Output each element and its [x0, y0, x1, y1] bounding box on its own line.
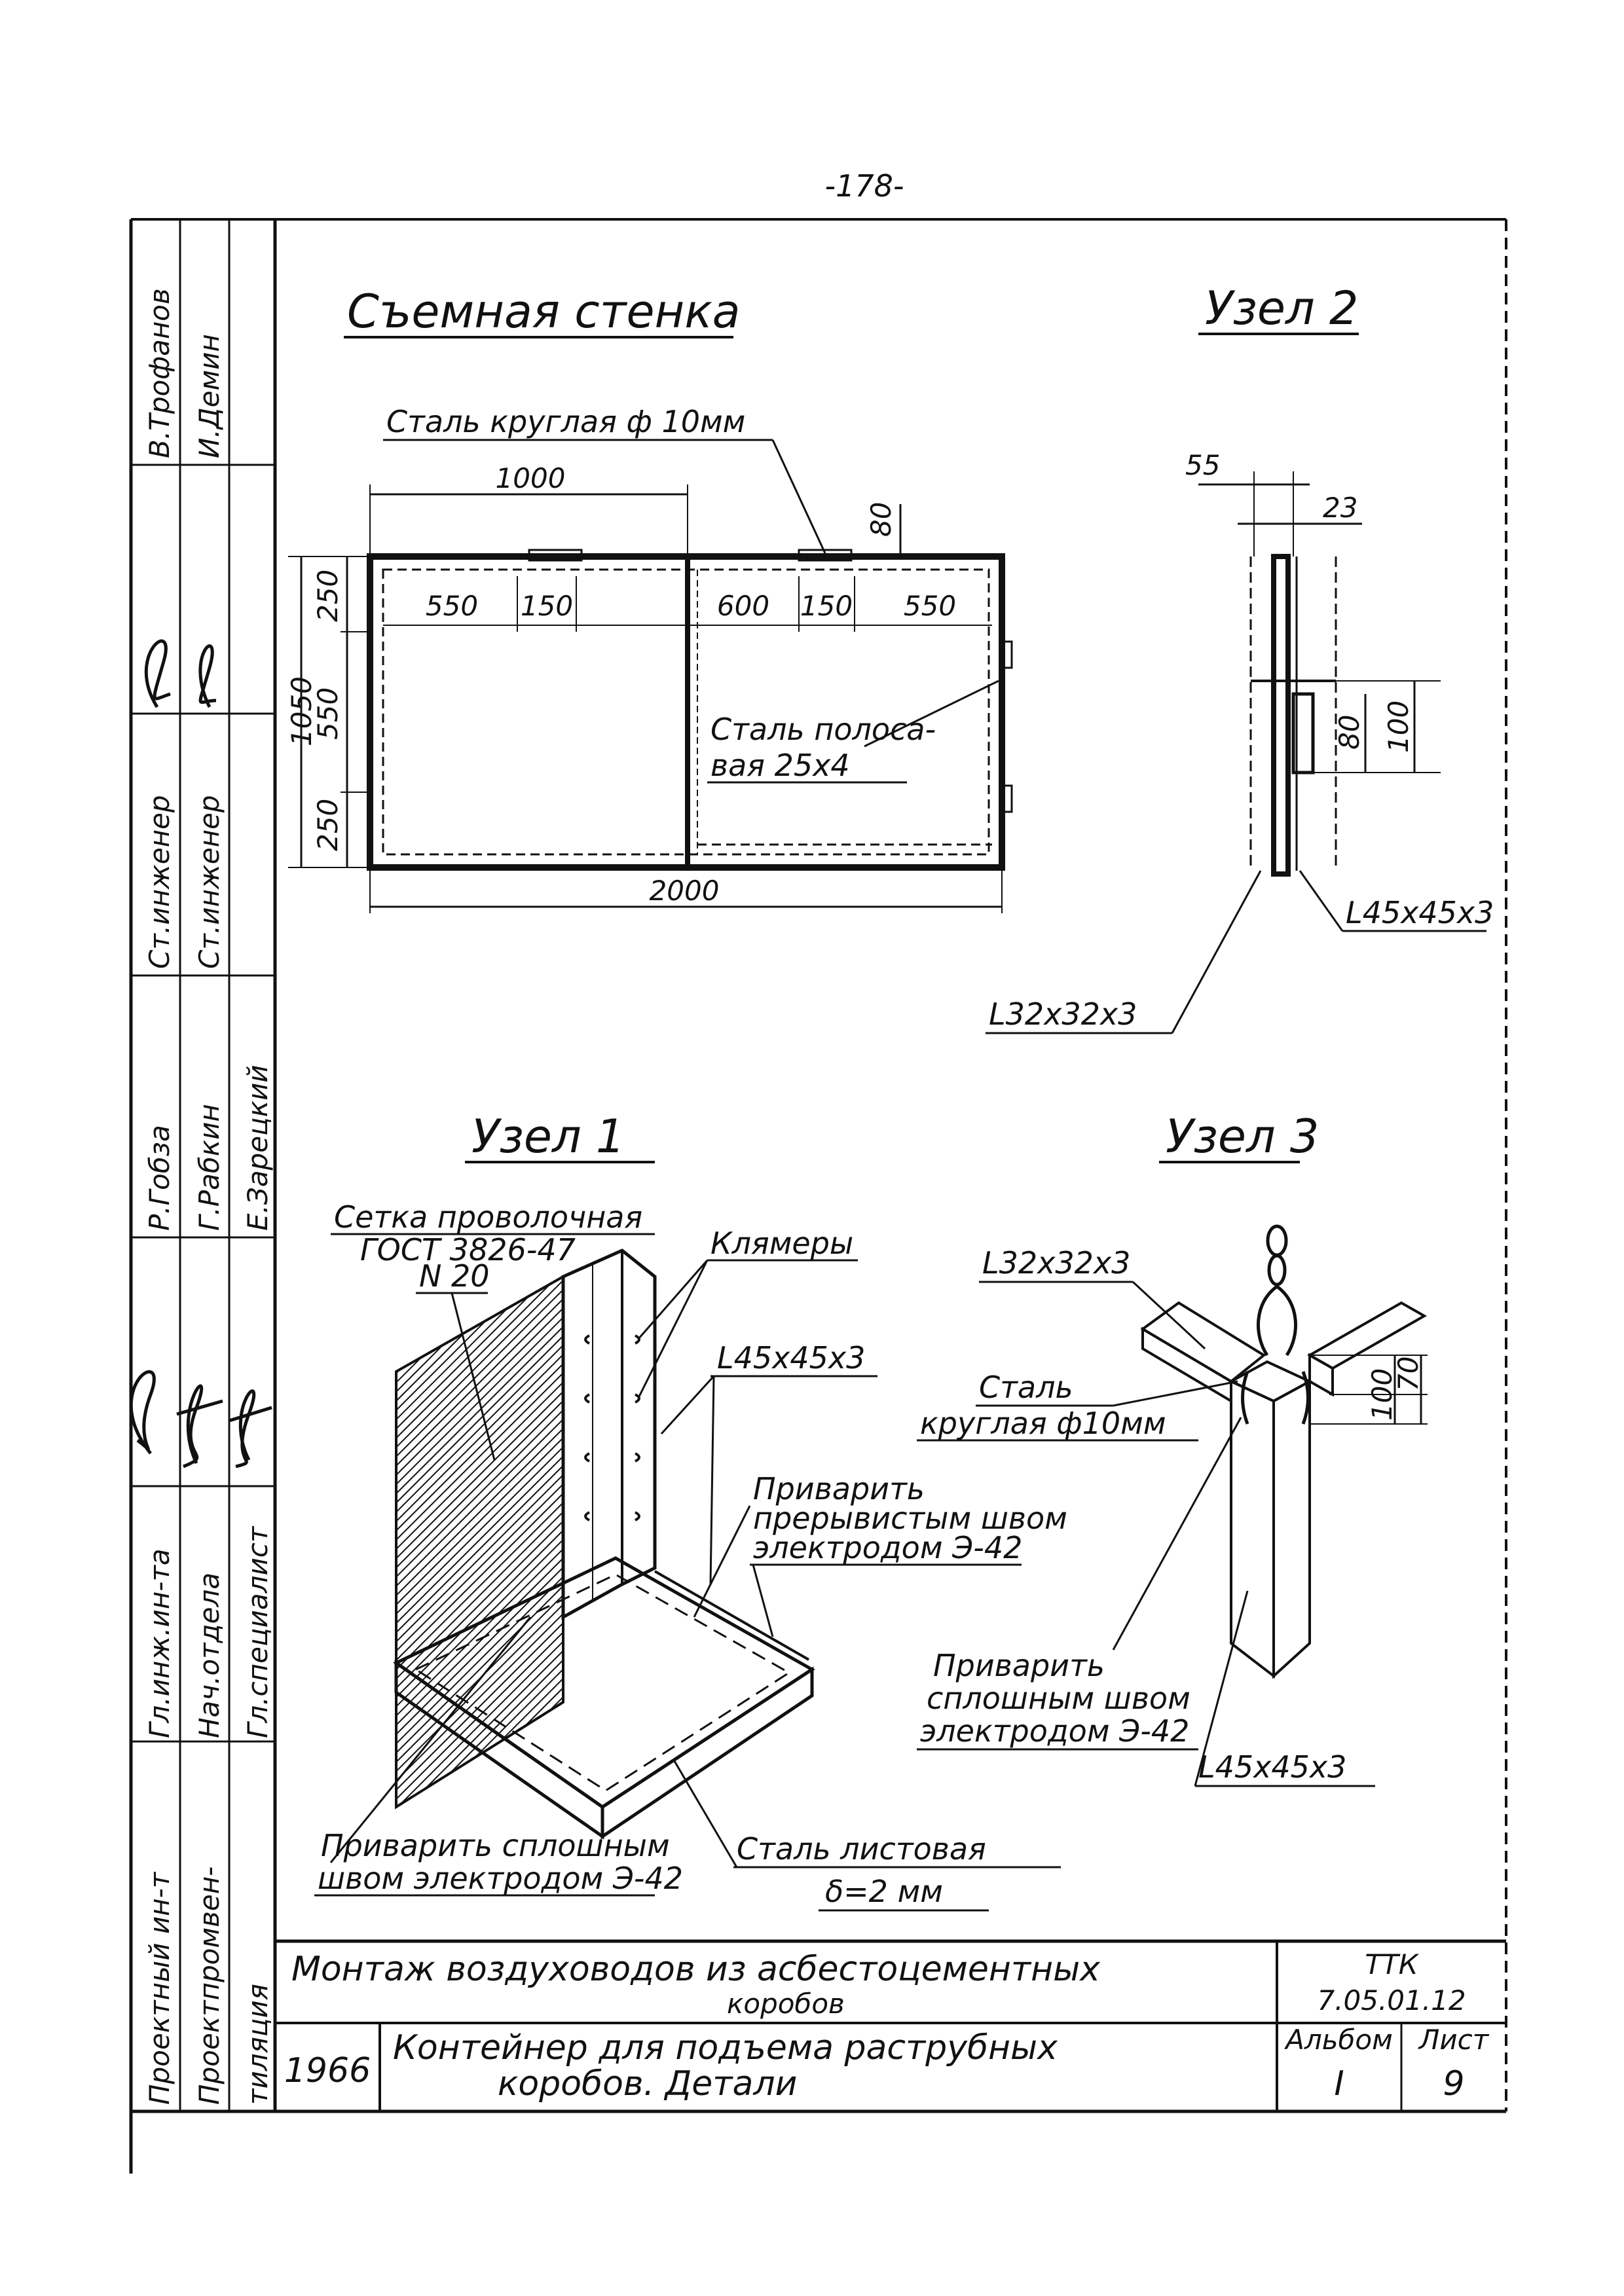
node3-weld-2: сплошным швом [927, 1681, 1190, 1716]
page-number: -178- [825, 168, 904, 204]
stamp-role-3: Гл.специалист [242, 1525, 274, 1738]
node3-angle45: L45х45х3 [1198, 1749, 1346, 1785]
title-main-line2: коробов [727, 1988, 845, 2020]
title-block: Монтаж воздуховодов из асбестоцементных … [275, 1939, 1506, 2111]
stamp-engineer-2: Ст.инженер [193, 795, 225, 969]
title-sheet-value: 9 [1443, 2064, 1464, 2104]
node1-weld-int-3: электродом Э-42 [753, 1530, 1022, 1565]
title-year: 1966 [284, 2051, 371, 2090]
title-sheet-label: Лист [1418, 2024, 1490, 2056]
node3-weld-1: Приварить [933, 1648, 1105, 1683]
node1-title: Узел 1 [471, 1110, 625, 1163]
node2-dim-23: 23 [1323, 492, 1357, 524]
node1-weld-cont-2: швом электродом Э-42 [318, 1861, 683, 1896]
node3-title: Узел 3 [1166, 1110, 1319, 1163]
node2-view: Узел 2 55 23 80 100 L45х45х3 L32х32х3 [986, 282, 1494, 1034]
node1-sheet-steel-2: δ=2 мм [825, 1874, 943, 1909]
dim-h250-bottom: 250 [312, 799, 344, 851]
dim-2000: 2000 [650, 875, 720, 907]
callout-strip-steel-1: Сталь полоса- [710, 712, 936, 747]
removable-wall-title: Съемная стенка [347, 285, 741, 338]
node2-callout-angle32: L32х32х3 [989, 996, 1137, 1032]
stamp-engineer-1: Ст.инженер [143, 795, 175, 969]
node2-dim-100: 100 [1382, 701, 1414, 753]
dim-150-left: 150 [521, 590, 573, 622]
callout-strip-steel-2: вая 25х4 [710, 748, 850, 783]
stamp-top-name-2: И.Демин [193, 334, 225, 458]
title-code-line1: ТТК [1365, 1948, 1419, 1980]
node2-dim-55: 55 [1185, 449, 1220, 481]
node3-weld-3: электродом Э-42 [920, 1713, 1189, 1749]
node3-dim-70: 70 [1392, 1357, 1424, 1391]
dim-h250-top: 250 [312, 570, 344, 622]
node3-view: Узел 3 70 100 L32х32х3 Сталь [917, 1110, 1428, 1787]
dim-550-left: 550 [426, 590, 478, 622]
stamp-mid-name-1: Р.Гобза [143, 1125, 175, 1231]
dim-h1050: 1050 [286, 676, 318, 746]
node1-view: Узел 1 Сетка проволочная ГОСТ 3826-47 N … [314, 1110, 1067, 1912]
removable-wall-view: Съемная стенка 1000 550 150 600 150 550 … [286, 285, 1013, 913]
title-album-label: Альбом [1283, 2024, 1393, 2056]
node1-clamps: Клямеры [710, 1226, 853, 1261]
signatures-upper [144, 639, 217, 708]
node1-sheet-steel-1: Сталь листовая [737, 1831, 986, 1867]
node3-round-1: Сталь [979, 1370, 1073, 1405]
node1-weld-int-2: прерывистым швом [753, 1501, 1067, 1536]
dim-h550: 550 [312, 687, 344, 740]
side-stamp: Проектный ин-т Проектпромвен- тиляция Гл… [129, 219, 275, 2111]
dim-600: 600 [717, 590, 769, 622]
stamp-role-1: Гл.инж.ин-та [143, 1548, 175, 1738]
dim-150-right: 150 [800, 590, 853, 622]
stamp-mid-name-3: Е.Зарецкий [242, 1065, 274, 1231]
title-album-value: I [1334, 2064, 1344, 2104]
stamp-top-name-1: В.Трофанов [143, 288, 175, 458]
title-sub-line1: Контейнер для подъема раструбных [393, 2028, 1058, 2068]
dim-550-right: 550 [904, 590, 956, 622]
node3-round-2: круглая ф10мм [920, 1406, 1166, 1441]
node2-callout-angle45: L45х45х3 [1346, 895, 1494, 930]
stamp-org-line1: Проектный ин-т [143, 1871, 175, 2105]
stamp-role-2: Нач.отдела [193, 1573, 225, 1738]
stamp-org-line3: тиляция [242, 1984, 274, 2105]
mesh-panel [395, 1274, 564, 1810]
sheet-frame [129, 218, 1507, 2174]
title-main-line1: Монтаж воздуховодов из асбестоцементных [291, 1950, 1101, 1989]
title-code-line2: 7.05.01.12 [1317, 1984, 1466, 2016]
node1-angle45: L45х45х3 [717, 1340, 865, 1376]
stamp-mid-name-2: Г.Рабкин [193, 1104, 225, 1231]
node1-mesh-2: ГОСТ 3826-47 [360, 1232, 576, 1267]
title-sub-line2: коробов. Детали [498, 2064, 797, 2104]
node2-dim-80: 80 [1333, 715, 1365, 750]
node3-angle32: L32х32х3 [982, 1245, 1130, 1281]
dim-80-top: 80 [865, 502, 897, 537]
node1-mesh-1: Сетка проволочная [334, 1199, 642, 1235]
node1-weld-cont-1: Приварить сплошным [321, 1828, 670, 1863]
node3-dim-100: 100 [1366, 1368, 1398, 1421]
node1-mesh-3: N 20 [419, 1258, 490, 1294]
dim-1000: 1000 [496, 462, 566, 494]
callout-round-steel: Сталь круглая ф 10мм [386, 404, 745, 439]
signatures-lower [129, 1370, 272, 1468]
node1-weld-int-1: Приварить [753, 1471, 925, 1506]
node2-title: Узел 2 [1205, 282, 1358, 335]
stamp-org-line2: Проектпромвен- [193, 1867, 225, 2105]
